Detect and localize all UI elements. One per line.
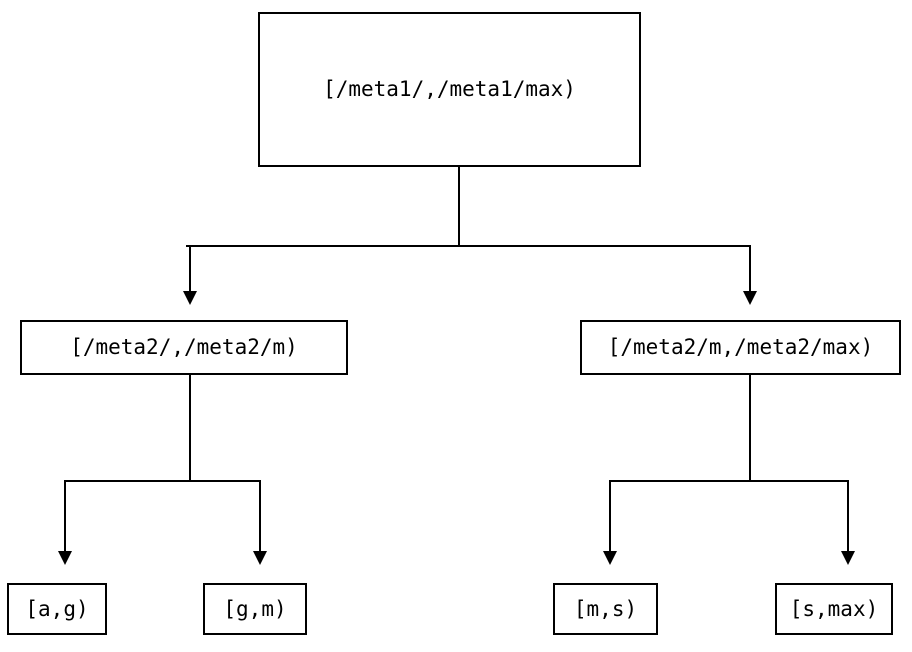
tree-node-leaf-3[interactable]: [s,max) [775,583,893,635]
edge-mid-right-stem [749,375,751,482]
edge-mid-right-branch-bar [609,480,849,482]
tree-node-root-label: [/meta1/,/meta1/max) [323,77,576,101]
tree-node-leaf-2[interactable]: [m,s) [553,583,658,635]
tree-node-mid-right[interactable]: [/meta2/m,/meta2/max) [580,320,901,375]
edge-root-to-mid-left-drop [189,245,191,292]
edge-mid-right-to-leaf-2-drop [609,480,611,552]
tree-node-mid-right-label: [/meta2/m,/meta2/max) [607,335,874,359]
edge-mid-left-branch-bar [64,480,261,482]
arrowhead-icon-root-to-mid-right [743,291,757,305]
tree-node-leaf-2-label: [m,s) [573,596,638,621]
edge-mid-left-to-leaf-0-drop [64,480,66,552]
tree-node-leaf-0-label: [a,g) [25,596,89,621]
edge-root-to-mid-right-drop [749,245,751,292]
tree-node-leaf-1-label: [g,m) [223,596,287,621]
tree-node-leaf-1[interactable]: [g,m) [203,583,307,635]
arrowhead-icon-mid-left-to-leaf-1 [253,551,267,565]
edge-mid-left-stem [189,375,191,482]
tree-node-leaf-3-label: [s,max) [789,596,879,621]
tree-node-mid-left-label: [/meta2/,/meta2/m) [70,335,298,359]
arrowhead-icon-root-to-mid-left [183,291,197,305]
arrowhead-icon-mid-right-to-leaf-3 [841,551,855,565]
tree-node-root[interactable]: [/meta1/,/meta1/max) [258,12,641,167]
edge-root-branch-bar [186,245,750,247]
tree-node-leaf-0[interactable]: [a,g) [7,583,107,635]
arrowhead-icon-mid-left-to-leaf-0 [58,551,72,565]
arrowhead-icon-mid-right-to-leaf-2 [603,551,617,565]
edge-mid-left-to-leaf-1-drop [259,480,261,552]
tree-node-mid-left[interactable]: [/meta2/,/meta2/m) [20,320,348,375]
edge-root-stem [458,167,460,247]
edge-mid-right-to-leaf-3-drop [847,480,849,552]
